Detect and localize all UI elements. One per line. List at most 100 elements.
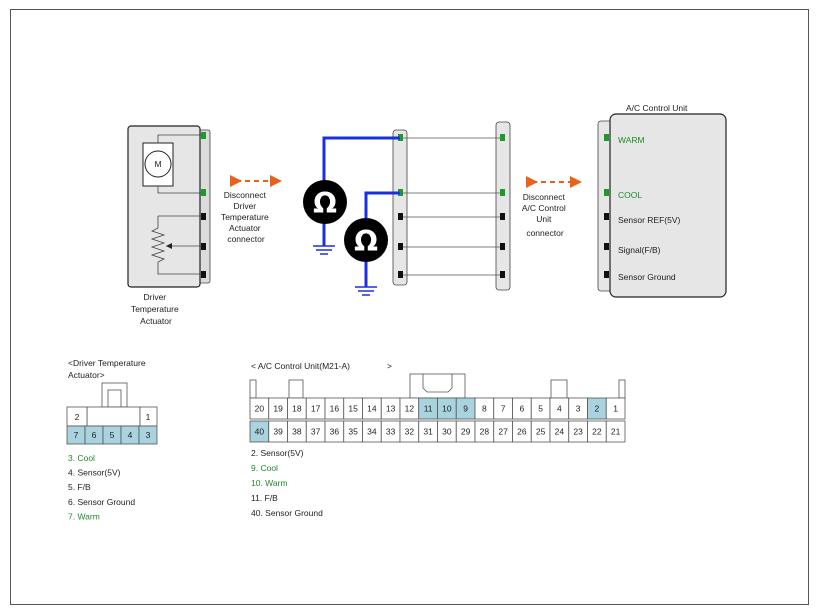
acu-pin-5: 5: [538, 404, 543, 414]
acu-pin-24: 24: [555, 427, 565, 437]
harness-wires: [403, 137, 500, 276]
acu-pin-31: 31: [423, 427, 433, 437]
dta-pin-6: 6: [92, 430, 97, 440]
legend-item: 7. Warm: [68, 511, 100, 521]
acu-pin-1: 1: [613, 404, 618, 414]
dta-pin-7: 7: [74, 430, 79, 440]
acu-pin-2: 2: [595, 404, 600, 414]
ground-icon: [313, 245, 335, 255]
acu-pin-ref-label: Sensor REF(5V): [618, 215, 681, 225]
acu-pin-39: 39: [273, 427, 283, 437]
acu-pin-23: 23: [573, 427, 583, 437]
actuator-pin-warm: [201, 132, 206, 139]
acu-pin-30: 30: [442, 427, 452, 437]
probe-wires: [322, 136, 400, 287]
acu-pin-19: 19: [273, 404, 283, 414]
strip-pins: [398, 134, 505, 278]
acu-pin-14: 14: [367, 404, 377, 414]
acu-pin-25: 25: [536, 427, 546, 437]
acu-pin-3: 3: [576, 404, 581, 414]
svg-text:1: 1: [146, 412, 151, 422]
acu-pin-40: 40: [255, 427, 265, 437]
dta-cell-3: [138, 425, 158, 445]
acu-pin-fb-label: Signal(F/B): [618, 245, 661, 255]
dta-pin-4: 4: [128, 430, 133, 440]
legend-item: 2. Sensor(5V): [251, 448, 304, 458]
legend-item: 5. F/B: [68, 482, 91, 492]
actuator-label: Driver Temperature Actuator: [131, 292, 181, 326]
acu-title: A/C Control Unit: [626, 103, 688, 113]
ground-icon: [355, 286, 377, 296]
legend-item: 10. Warm: [251, 478, 288, 488]
acu-pin-18: 18: [292, 404, 302, 414]
dta-pin-5: 5: [110, 430, 115, 440]
acu-pin-29: 29: [461, 427, 471, 437]
disconnect-right-label: Disconnect A/C Control Unit connector: [522, 192, 568, 238]
acu-pin-38: 38: [292, 427, 302, 437]
connector-strip-left: [392, 129, 408, 286]
dta-bottom-row: 7 6 5 4 3: [66, 425, 158, 445]
acu-pin-35: 35: [348, 427, 358, 437]
actuator-pin-5v: [201, 213, 206, 220]
disconnect-left-label: Disconnect Driver Temperature Actuator c…: [221, 190, 271, 244]
acu-pin-ground-label: Sensor Ground: [618, 272, 676, 282]
acu-pin-33: 33: [386, 427, 396, 437]
acu-pin-36: 36: [330, 427, 340, 437]
acu-pin-12: 12: [405, 404, 415, 414]
dta-connector-title: <Driver Temperature Actuator>: [68, 358, 148, 380]
acu-pin-21: 21: [611, 427, 621, 437]
potentiometer-icon: [150, 215, 203, 275]
acu-pin-7: 7: [501, 404, 506, 414]
acu-bottom-row: 40 39 38 37 36 35 34 33 32 31 30 29 28 27 26 25 24 23 22 21: [249, 420, 626, 443]
legend-item: 6. Sensor Ground: [68, 497, 135, 507]
acu-component: A/C Control Unit WARM COOL Sensor REF(5V…: [597, 103, 727, 298]
acu-pin-27: 27: [498, 427, 508, 437]
actuator-pin-cool: [201, 189, 206, 196]
acu-pin-13: 13: [386, 404, 396, 414]
motor-letter: M: [154, 159, 161, 169]
acu-pin-34: 34: [367, 427, 377, 437]
acu-pin-9: 9: [463, 404, 468, 414]
acu-pin-28: 28: [480, 427, 490, 437]
actuator-component: M Driver Temperature Actuator: [127, 125, 211, 326]
acu-pin-10: 10: [442, 404, 452, 414]
acu-pin-32: 32: [405, 427, 415, 437]
acu-pin-15: 15: [348, 404, 358, 414]
acu-cell-21: [605, 420, 626, 443]
acu-connector-title: < A/C Control Unit(M21-A): [251, 361, 350, 371]
diagram-frame: [10, 9, 809, 605]
acu-pin-11: 11: [424, 404, 433, 414]
acu-pin-26: 26: [517, 427, 527, 437]
acu-pin-17: 17: [311, 404, 321, 414]
connector-strip-right: [495, 121, 511, 291]
acu-body: [609, 113, 727, 298]
ohmmeter-icon: Ω: [344, 218, 388, 262]
acu-connector-title-close: >: [387, 361, 392, 371]
ohmmeter-symbol: Ω: [354, 225, 378, 258]
acu-pin-22: 22: [592, 427, 602, 437]
legend-item: 9. Cool: [251, 463, 278, 473]
legend-item: 4. Sensor(5V): [68, 468, 121, 478]
ohmmeter-icon: Ω: [303, 180, 347, 224]
dta-pin-3: 3: [146, 430, 151, 440]
acu-pin-cool-label: COOL: [618, 190, 642, 200]
actuator-pin-ground: [201, 271, 206, 278]
acu-legend: 2. Sensor(5V) 9. Cool 10. Warm 11. F/B 40. S…: [251, 448, 323, 518]
acu-pin-4: 4: [557, 404, 562, 414]
acu-pin-37: 37: [311, 427, 321, 437]
acu-pin-6: 6: [520, 404, 525, 414]
legend-item: 40. Sensor Ground: [251, 508, 323, 518]
acu-pin-warm-label: WARM: [618, 135, 645, 145]
svg-text:2: 2: [75, 412, 80, 422]
acu-cell-1: [605, 397, 626, 420]
legend-item: 11. F/B: [251, 493, 278, 503]
actuator-pin-fb: [201, 243, 206, 250]
acu-pin-16: 16: [330, 404, 340, 414]
motor-icon: M: [142, 142, 174, 187]
acu-pin-20: 20: [255, 404, 265, 414]
